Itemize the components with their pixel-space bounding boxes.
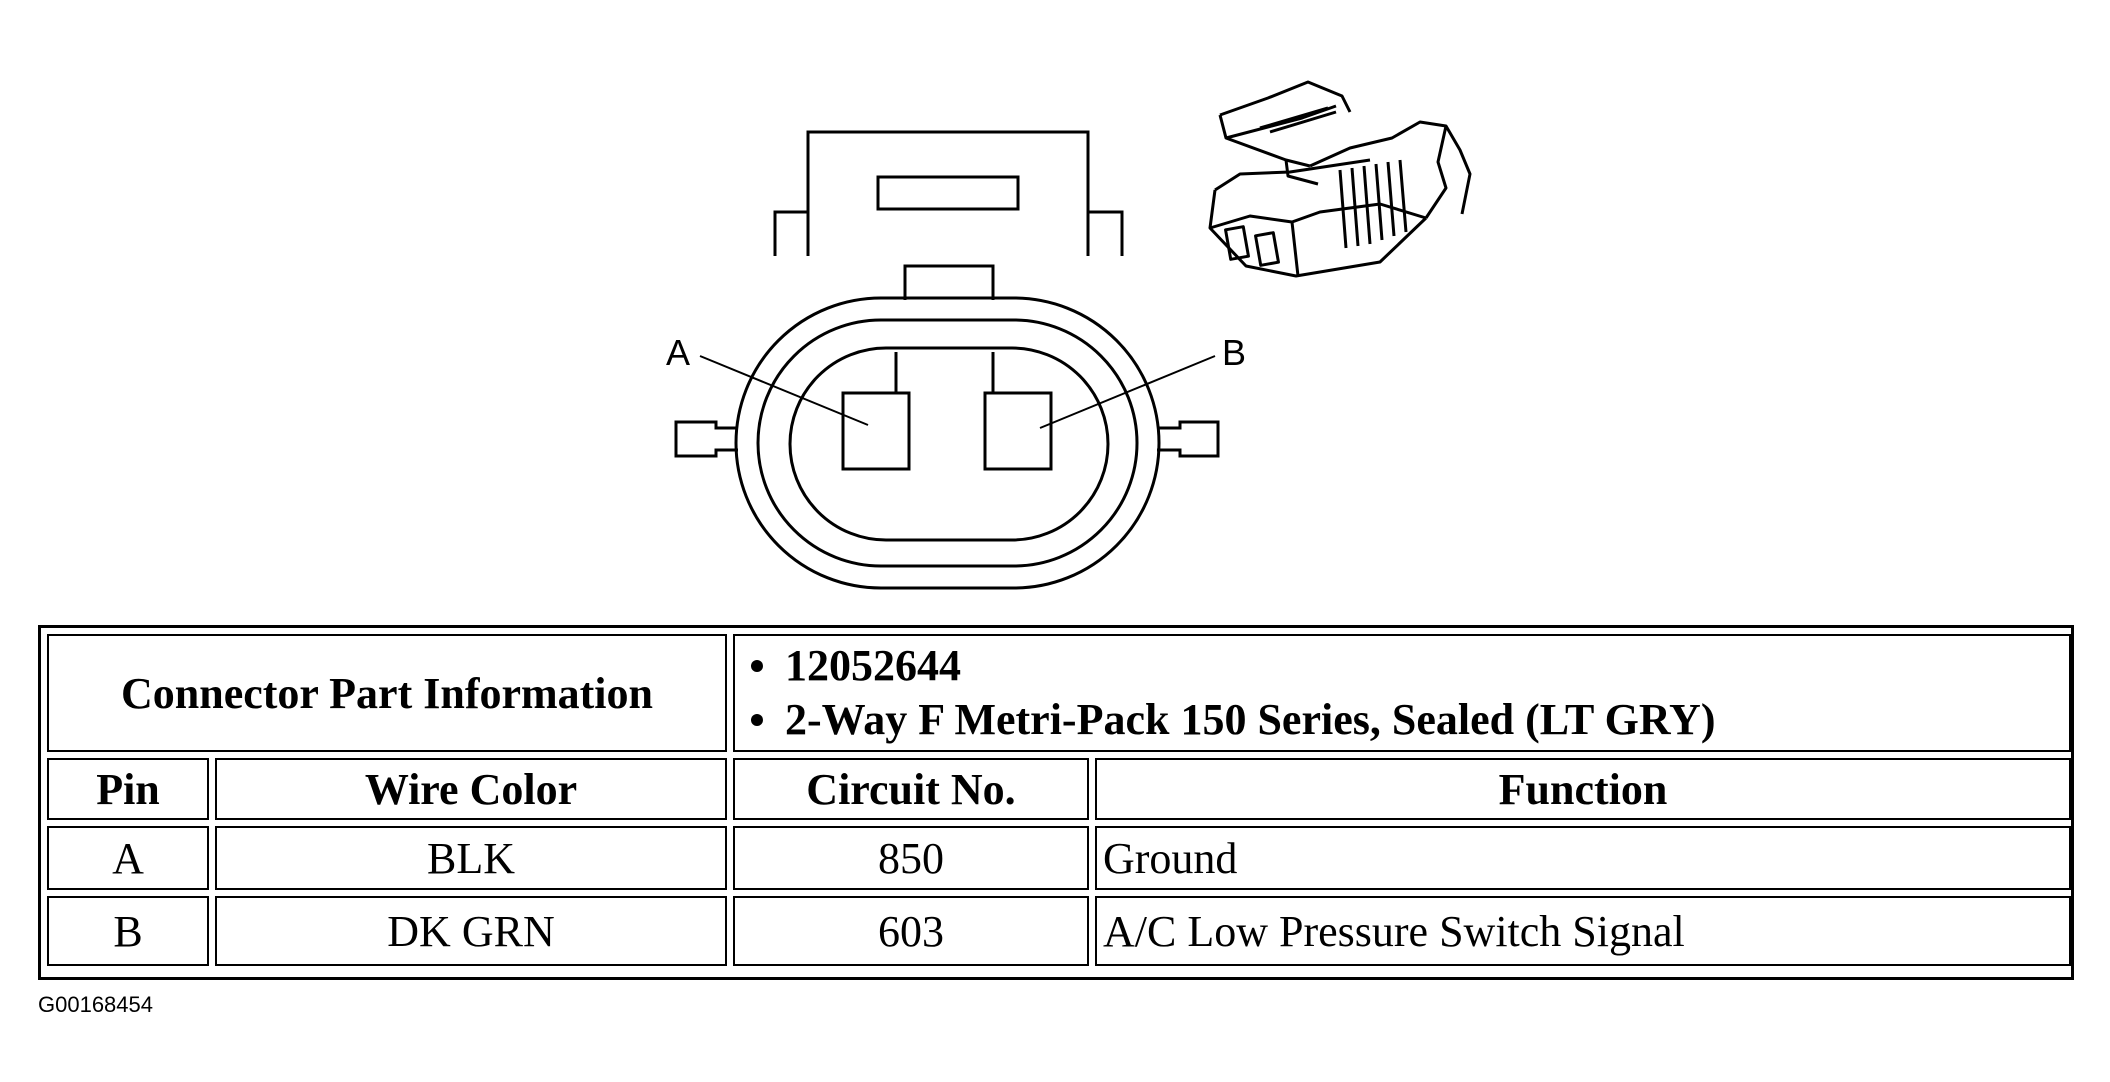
figure-id: G00168454 [38, 992, 153, 1017]
part-info-list-cell: 12052644 2-Way F Metri-Pack 150 Series, … [733, 634, 2071, 752]
connector-isometric-icon [1208, 80, 1472, 278]
leader-line-b [1039, 355, 1216, 429]
table-row-pin: A [47, 826, 209, 890]
table-row-pin: B [47, 896, 209, 966]
pin-label-a: A [666, 332, 690, 373]
part-info-label: Connector Part Information [121, 668, 653, 718]
table-row-circuit: 850 [733, 826, 1089, 890]
terminal-cavity-b [983, 391, 1053, 471]
table-row-circuit: 603 [733, 896, 1089, 966]
header-wire-color: Wire Color [215, 758, 727, 820]
left-tab [674, 420, 738, 458]
connector-info-table: Connector Part Information 12052644 2-Wa… [38, 625, 2074, 980]
connector-diagram: A B [666, 80, 1472, 590]
connector-body-seal [756, 318, 1139, 568]
table-row-function: Ground [1095, 826, 2071, 890]
table-row-function: A/C Low Pressure Switch Signal [1095, 896, 2071, 966]
connector-body-inner [788, 346, 1110, 542]
terminal-cavity-a [841, 391, 911, 471]
connector-latch [773, 130, 1124, 300]
table-row-wire-color: BLK [215, 826, 727, 890]
part-info-label-cell: Connector Part Information [47, 634, 727, 752]
part-info-item: 2-Way F Metri-Pack 150 Series, Sealed (L… [741, 693, 1716, 747]
right-tab [1157, 420, 1220, 458]
bullet-icon [751, 714, 763, 726]
connector-body-outer [734, 296, 1161, 590]
table-row-wire-color: DK GRN [215, 896, 727, 966]
leader-line-a [699, 355, 869, 426]
bullet-icon [751, 660, 763, 672]
header-circuit: Circuit No. [733, 758, 1089, 820]
header-function: Function [1095, 758, 2071, 820]
part-info-item: 12052644 [741, 639, 1716, 693]
pin-label-b: B [1222, 332, 1246, 373]
header-pin: Pin [47, 758, 209, 820]
part-info-list: 12052644 2-Way F Metri-Pack 150 Series, … [741, 639, 1716, 747]
